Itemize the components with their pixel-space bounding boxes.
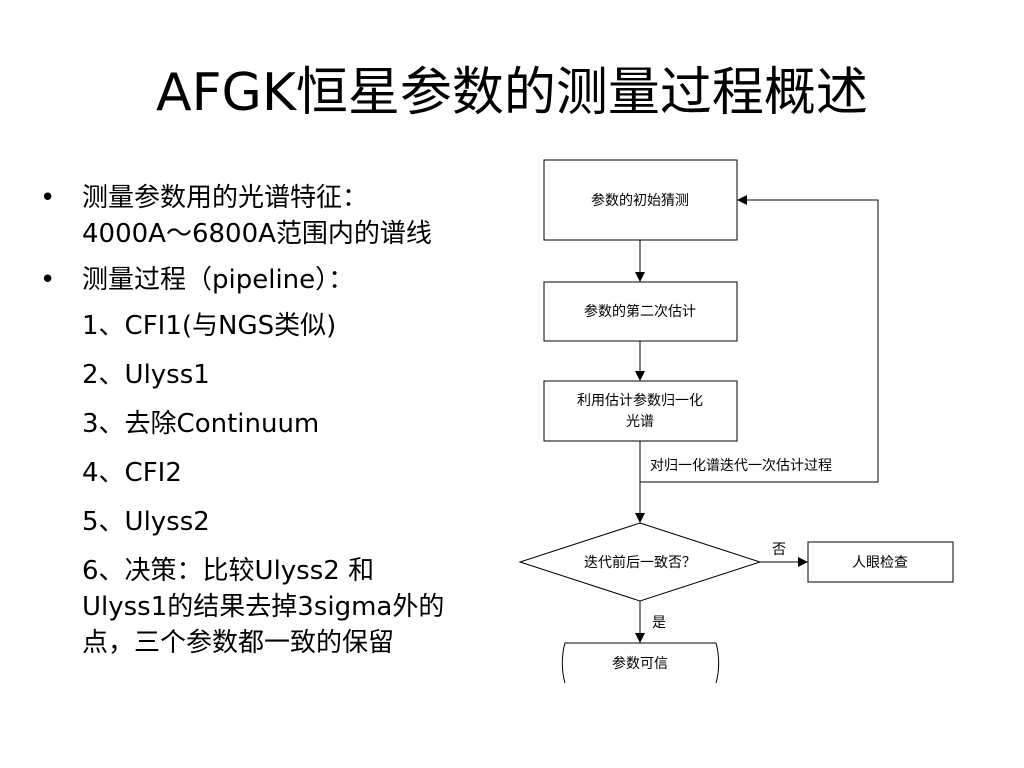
step-line: 5、Ulyss2 <box>82 507 210 537</box>
second-estimate-label: 参数的第二次估计 <box>584 303 696 320</box>
slide-title: AFGK恒星参数的测量过程概述 <box>156 63 868 123</box>
step-3: 3、去除Continuum <box>40 406 510 442</box>
bullet-marker: • <box>40 183 56 213</box>
step-line: Ulyss1的结果去掉3sigma外的 <box>82 592 445 622</box>
normalize-label-line1: 利用估计参数归一化 <box>577 392 703 409</box>
reliable-label: 参数可信 <box>612 655 668 672</box>
normalize-box <box>543 380 738 442</box>
bullet-line: 测量参数用的光谱特征： <box>82 183 369 213</box>
bullet-spectral-features: • 测量参数用的光谱特征： 4000A～6800A范围内的谱线 <box>40 180 510 252</box>
step-line: 点，三个参数都一致的保留 <box>82 628 395 658</box>
bullet-pipeline: • 测量过程（pipeline）： <box>40 262 510 298</box>
visual-check-box <box>807 541 954 583</box>
initial-guess-label: 参数的初始猜测 <box>591 192 689 209</box>
step-line: 4、CFI2 <box>82 458 182 488</box>
loop-back-arrow <box>640 195 879 483</box>
loop-label: 对归一化谱迭代一次估计过程 <box>650 457 832 474</box>
visual-check-label: 人眼检查 <box>852 555 908 571</box>
no-label: 否 <box>772 542 786 558</box>
step-1: 1、CFI1(与NGS类似) <box>40 308 510 344</box>
step-4: 4、CFI2 <box>40 455 510 491</box>
step-line: 1、CFI1(与NGS类似) <box>82 311 337 341</box>
step-2: 2、Ulyss1 <box>40 357 510 393</box>
decision-label: 迭代前后一致否？ <box>584 554 696 571</box>
bullet-marker: • <box>40 265 56 295</box>
normalize-label-line2: 光谱 <box>626 414 654 430</box>
step-6: 6、决策：比较Ulyss2 和 Ulyss1的结果去掉3sigma外的 点，三个… <box>40 553 510 661</box>
step-line: 3、去除Continuum <box>82 409 320 439</box>
yes-label: 是 <box>652 615 666 631</box>
step-5: 5、Ulyss2 <box>40 504 510 540</box>
step-line: 6、决策：比较Ulyss2 和 <box>82 556 375 586</box>
reliable-terminal <box>561 642 720 684</box>
bullet-list: • 测量参数用的光谱特征： 4000A～6800A范围内的谱线 • 测量过程（p… <box>40 180 510 661</box>
bullet-line: 测量过程（pipeline）： <box>82 265 355 295</box>
second-estimate-box <box>543 281 738 342</box>
initial-guess-box <box>543 159 738 241</box>
step-line: 2、Ulyss1 <box>82 360 210 390</box>
bullet-line: 4000A～6800A范围内的谱线 <box>82 219 432 249</box>
